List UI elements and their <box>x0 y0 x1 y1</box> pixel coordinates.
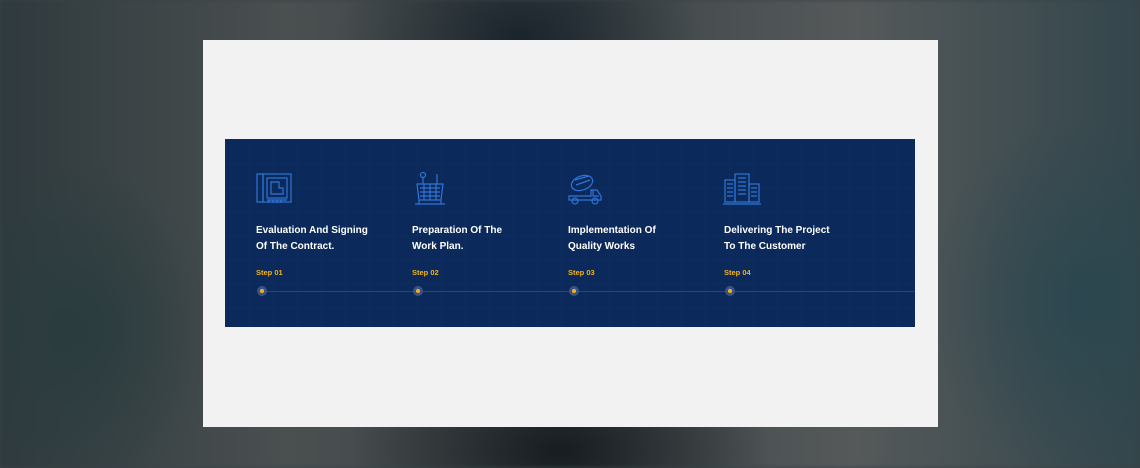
step-label: Step 01 <box>256 268 283 277</box>
step-title-line2: To The Customer <box>724 241 806 252</box>
step-label: Step 04 <box>724 268 751 277</box>
step-title-line1: Preparation Of The <box>412 225 503 236</box>
concrete-mixer-truck-icon <box>567 170 605 208</box>
process-steps-panel: Evaluation And Signing Of The Contract. … <box>225 139 915 327</box>
step-title-line2: Of The Contract. <box>256 241 335 252</box>
step-title: Preparation Of The Work Plan. <box>412 223 552 255</box>
step-title-line1: Evaluation And Signing <box>256 225 368 236</box>
step-title: Evaluation And Signing Of The Contract. <box>256 223 396 255</box>
step-label: Step 02 <box>412 268 439 277</box>
blueprint-icon <box>255 170 293 208</box>
timeline-dot <box>257 286 267 296</box>
building-delivery-icon <box>723 170 761 208</box>
step-title-line1: Implementation Of <box>568 225 656 236</box>
process-step-4: Delivering The Project To The Customer S… <box>693 139 843 327</box>
step-title: Implementation Of Quality Works <box>568 223 708 255</box>
plan-board-icon <box>411 170 449 208</box>
step-title-line2: Work Plan. <box>412 241 464 252</box>
step-title: Delivering The Project To The Customer <box>724 223 864 255</box>
timeline-dot <box>569 286 579 296</box>
lightbox-modal: Evaluation And Signing Of The Contract. … <box>203 40 938 427</box>
timeline-dot <box>725 286 735 296</box>
timeline-dot <box>413 286 423 296</box>
step-label: Step 03 <box>568 268 595 277</box>
process-step-3: Implementation Of Quality Works Step 03 <box>537 139 687 327</box>
timeline-line <box>262 291 915 292</box>
process-step-2: Preparation Of The Work Plan. Step 02 <box>381 139 531 327</box>
process-step-1: Evaluation And Signing Of The Contract. … <box>225 139 375 327</box>
step-title-line2: Quality Works <box>568 241 636 252</box>
step-title-line1: Delivering The Project <box>724 225 830 236</box>
